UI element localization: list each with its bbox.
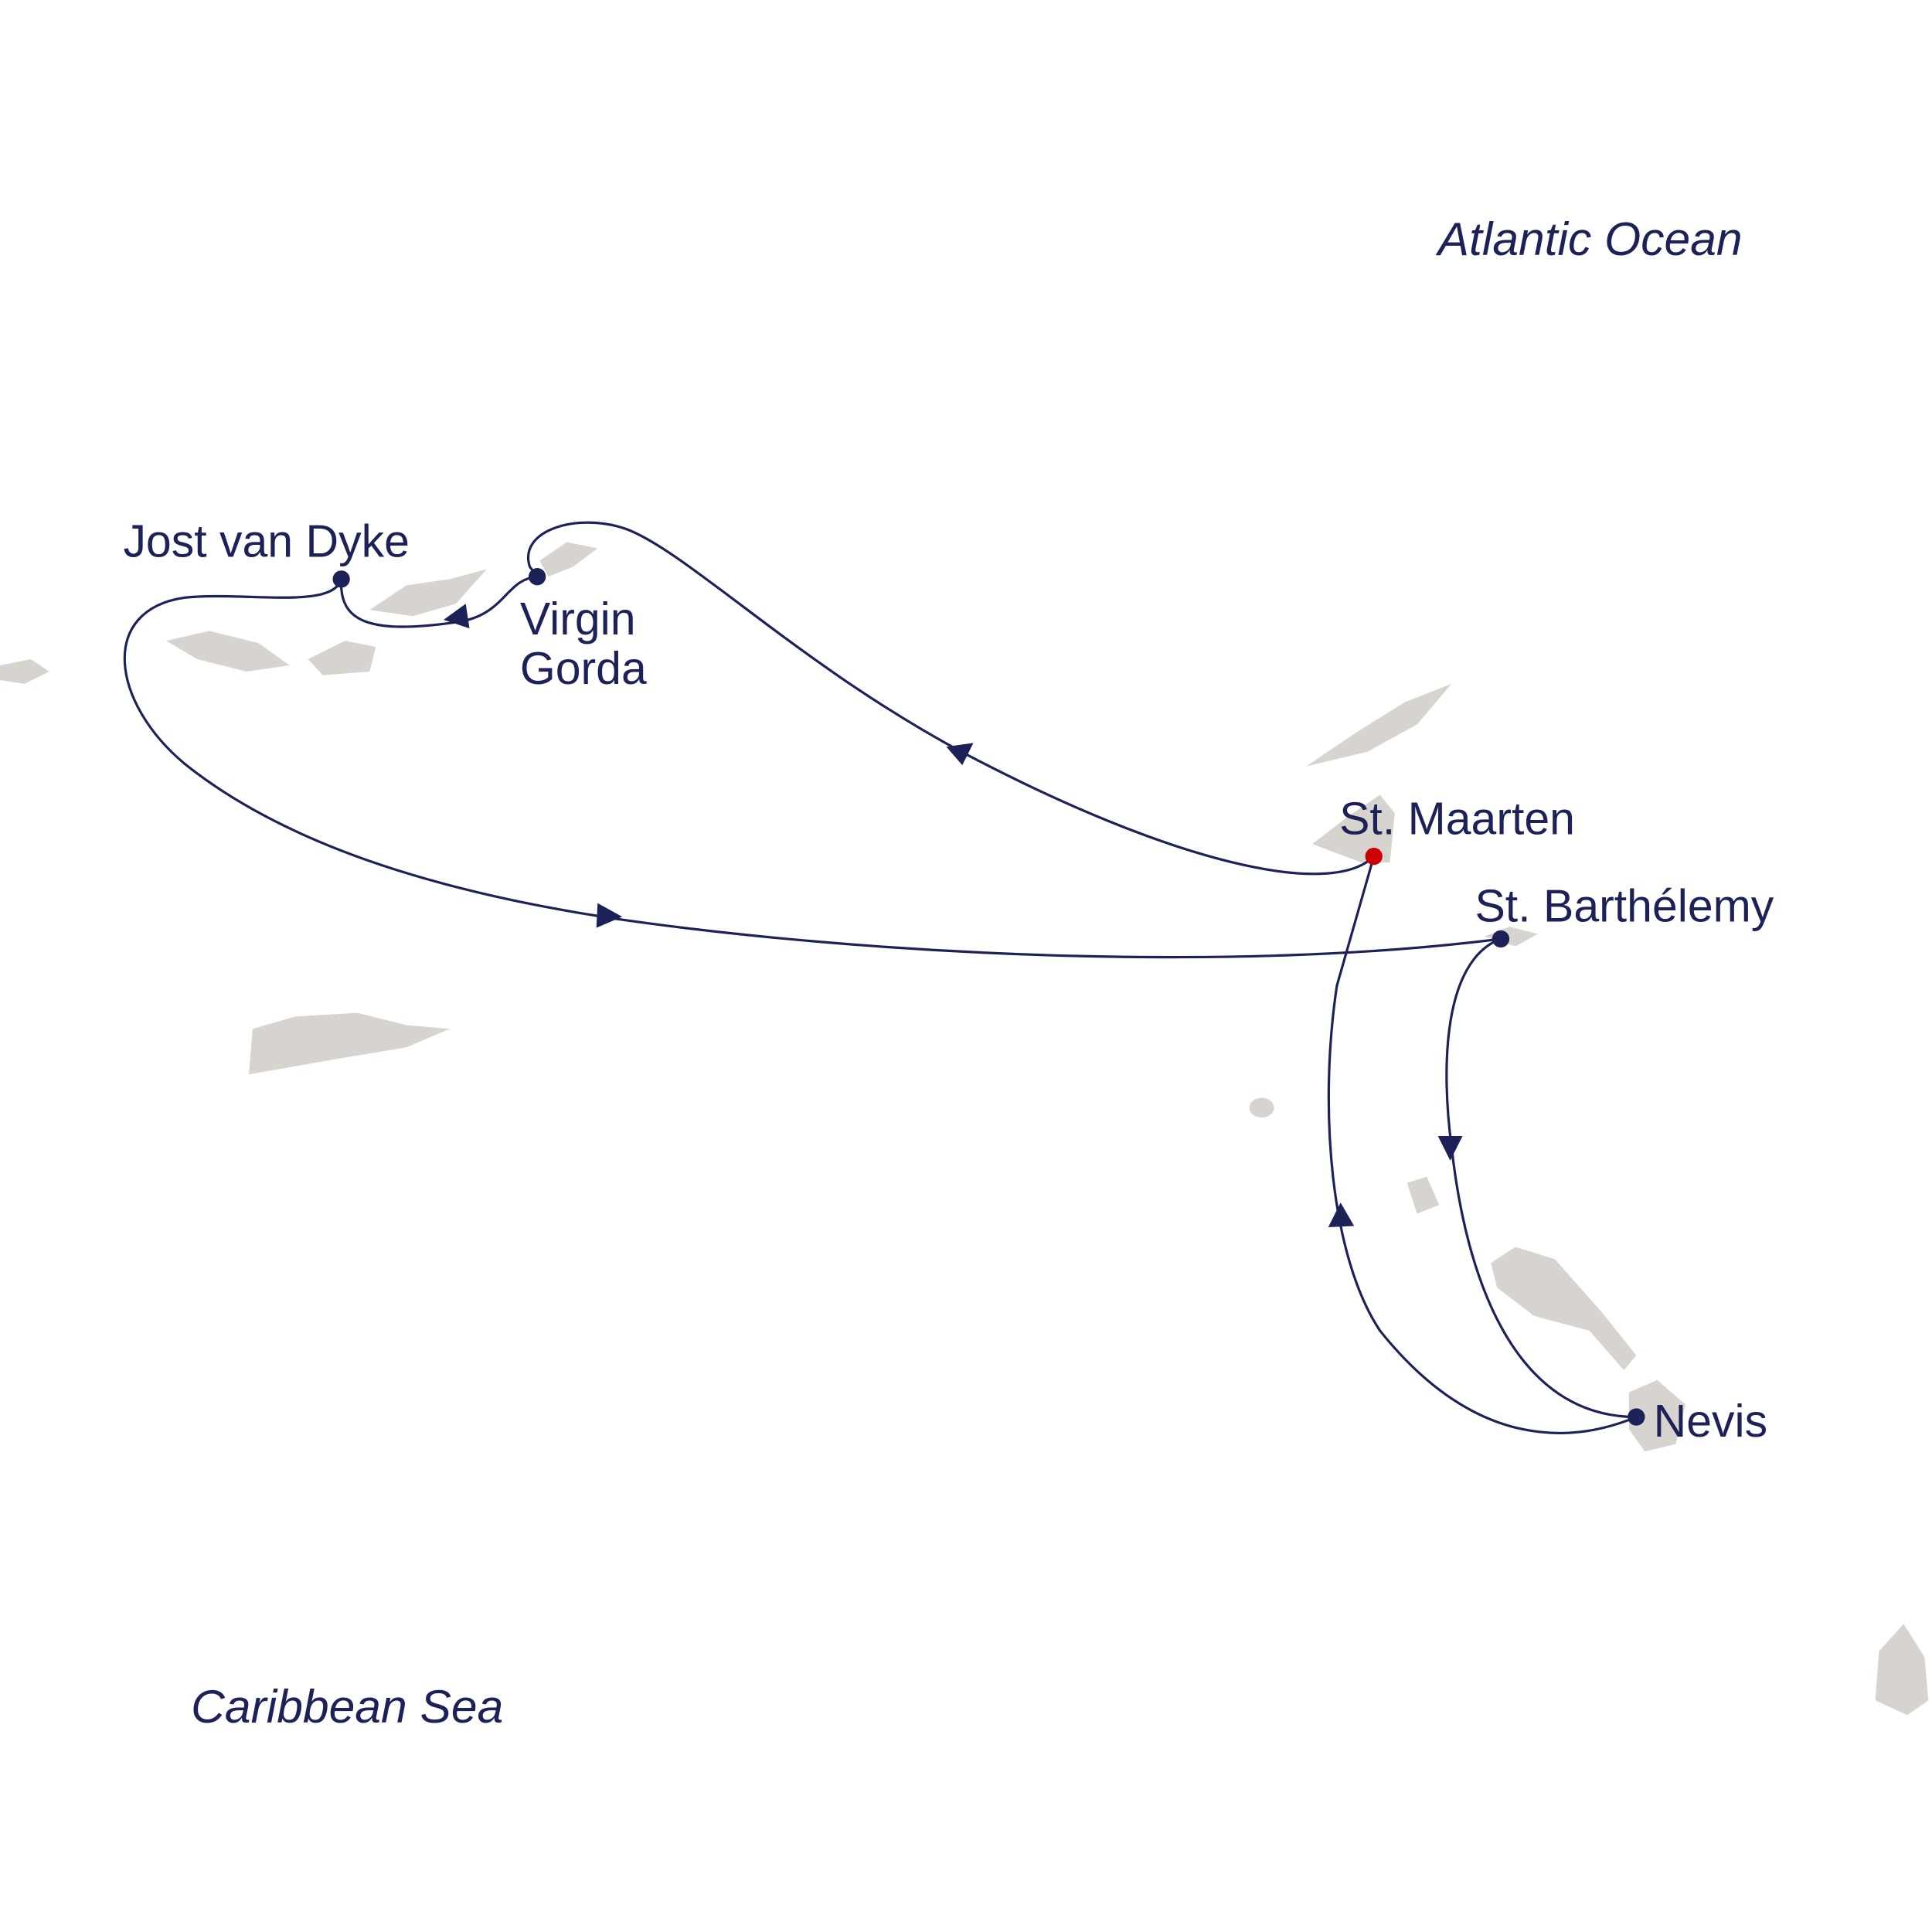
island-tortola: [369, 569, 487, 617]
port-marker-st-barthelemy[interactable]: [1492, 930, 1510, 948]
route-st-maarten-to-virgin-gorda: [527, 521, 1375, 876]
arrow-icon: [1328, 1202, 1355, 1228]
sea-label-atlantic: Atlantic Ocean: [1436, 213, 1743, 265]
landmasses: [0, 542, 1929, 1716]
sea-label-caribbean: Caribbean Sea: [191, 1680, 503, 1733]
island-st-eustatius: [1406, 1176, 1440, 1214]
island-st-maarten: [1312, 794, 1395, 863]
island-anguilla: [1306, 683, 1452, 767]
arrow-icon: [443, 604, 470, 629]
island-st-kitts: [1491, 1247, 1637, 1370]
island-st-thomas: [166, 631, 290, 672]
island-nevis: [1628, 1379, 1686, 1452]
port-label-st-maarten: St. Maarten: [1339, 793, 1575, 844]
port-label-nevis: Nevis: [1654, 1396, 1768, 1447]
island-saba: [1249, 1097, 1274, 1118]
labels: Atlantic Ocean Caribbean Sea Jost van Dy…: [123, 213, 1774, 1733]
island-virgin-gorda: [539, 542, 598, 577]
island-montserrat: [1875, 1624, 1929, 1716]
port-marker-st-maarten-start[interactable]: [1365, 847, 1383, 866]
port-markers: [332, 568, 1645, 1426]
route-jost-van-dyke-to-st-barthelemy: [123, 578, 1502, 959]
port-marker-nevis[interactable]: [1628, 1408, 1645, 1426]
port-label-virgin-gorda-line1: Virgin: [520, 594, 636, 645]
port-label-st-barthelemy: St. Barthélemy: [1475, 881, 1774, 932]
island-puerto-rico-edge: [0, 658, 49, 684]
port-label-virgin-gorda-line2: Gorda: [520, 643, 647, 694]
island-st-john: [308, 641, 376, 675]
route-nevis-to-st-maarten: [1327, 855, 1637, 1434]
port-marker-jost-van-dyke[interactable]: [332, 570, 350, 588]
direction-arrows: [443, 604, 1463, 1228]
port-label-jost-van-dyke: Jost van Dyke: [123, 516, 409, 567]
arrow-icon: [1437, 1136, 1463, 1161]
arrow-icon: [946, 743, 974, 766]
island-st-croix: [249, 1012, 450, 1075]
port-marker-virgin-gorda[interactable]: [528, 568, 546, 586]
route-st-barthelemy-to-nevis: [1445, 937, 1637, 1419]
arrow-icon: [596, 903, 623, 928]
